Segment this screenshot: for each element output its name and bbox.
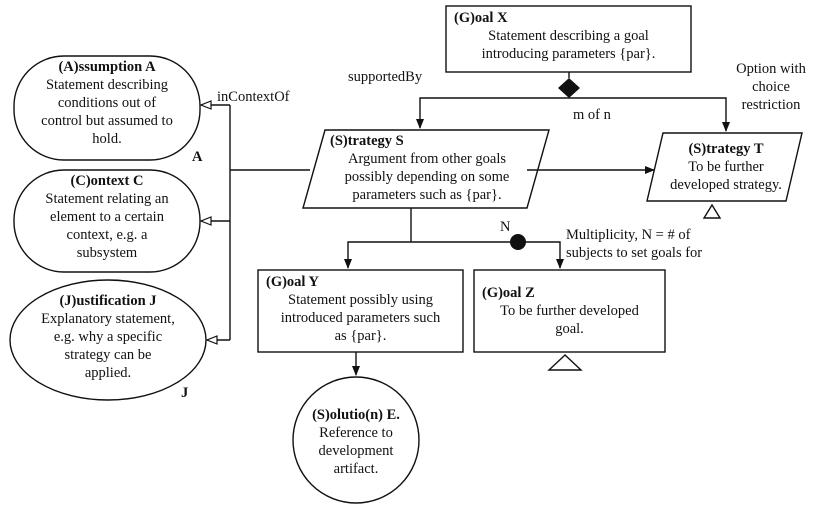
strategy-s-line-3: parameters such as {par}. — [352, 187, 502, 203]
context-c-line-2: element to a certain — [50, 209, 164, 225]
solution-e-shape — [292, 376, 420, 504]
multiplicity-edge-z — [411, 241, 564, 269]
solution-e-line-2: development — [318, 443, 394, 459]
goal-z-box — [473, 269, 666, 353]
justification-j-line-2: e.g. why a specific — [53, 329, 163, 345]
justification-j-line-1: Explanatory statement, — [41, 311, 175, 327]
strategy-t-node: (S)trategy T To be further developed str… — [656, 140, 796, 194]
justification-j-node: (J)ustification J Explanatory statement,… — [22, 292, 194, 382]
option-line-2: choice — [752, 79, 790, 95]
strategy-t-line-1: To be further — [688, 159, 764, 175]
assumption-tag: A — [192, 149, 203, 165]
option-line-1: Option with — [736, 61, 806, 77]
strategy-s-node: (S)trategy S Argument from other goals p… — [318, 132, 536, 204]
supported-by-edge-y — [344, 241, 411, 269]
goal-z-line-1: To be further developed — [500, 303, 639, 319]
assumption-a-line-3: control but assumed to — [41, 113, 173, 129]
strategy-s-line-1: Argument from other goals — [348, 151, 506, 167]
justification-j-line-4: applied. — [84, 365, 132, 381]
goal-z-line-2: goal. — [555, 321, 584, 337]
supported-by-edge-s — [416, 97, 569, 129]
context-c-line-3: context, e.g. a — [66, 227, 148, 243]
in-context-of-label: inContextOf — [217, 89, 290, 105]
context-c-node: (C)ontext C Statement relating an elemen… — [30, 172, 184, 262]
goal-x-title: (G)oal X — [454, 10, 508, 26]
goal-y-line-2: introduced parameters such — [280, 310, 441, 326]
supported-by-label: supportedBy — [348, 69, 423, 85]
goal-y-box — [257, 269, 464, 353]
goal-y-node: (G)oal Y Statement possibly using introd… — [260, 273, 461, 345]
goal-x-line-2: introducing parameters {par}. — [481, 46, 656, 62]
strategy-t-shape — [646, 132, 803, 202]
m-of-n-label: m of n — [573, 107, 611, 123]
strategy-t-undeveloped-marker — [702, 203, 722, 219]
multiplicity-label: Multiplicity, N = # of subjects to set g… — [566, 226, 702, 262]
goal-y-title: (G)oal Y — [266, 274, 320, 290]
goal-z-title: (G)oal Z — [482, 285, 535, 301]
assumption-a-line-1: Statement describing — [45, 77, 168, 93]
multiplicity-dot-icon — [510, 234, 526, 250]
n-label: N — [500, 219, 511, 235]
justification-tag: J — [181, 385, 189, 401]
strategy-s-shape — [302, 129, 550, 209]
assumption-a-node: (A)ssumption A Statement describing cond… — [30, 58, 184, 148]
strategy-s-title: (S)trategy S — [330, 133, 404, 149]
solution-e-title: (S)olutio(n) E. — [312, 407, 400, 423]
solution-e-line-3: artifact. — [333, 461, 379, 477]
supported-by-edge-t — [569, 97, 730, 132]
solution-e-line-1: Reference to — [319, 425, 393, 441]
option-line-3: restriction — [741, 97, 801, 113]
context-c-line-1: Statement relating an — [45, 191, 169, 207]
justification-j-title: (J)ustification J — [59, 293, 157, 309]
strategy-s-line-2: possibly depending on some — [344, 169, 510, 185]
assumption-a-line-2: conditions out of — [57, 95, 157, 111]
goal-x-node: (G)oal X Statement describing a goal int… — [448, 9, 689, 63]
solution-e-node: (S)olutio(n) E. Reference to development… — [296, 406, 416, 478]
context-c-title: (C)ontext C — [70, 173, 144, 189]
multiplicity-line-2: subjects to set goals for — [566, 245, 703, 261]
strategy-t-line-2: developed strategy. — [670, 177, 782, 193]
context-c-line-4: subsystem — [76, 245, 138, 261]
goal-z-node: (G)oal Z To be further developed goal. — [476, 284, 663, 338]
goal-z-undeveloped-marker — [547, 354, 583, 371]
multiplicity-line-1: Multiplicity, N = # of — [566, 227, 691, 243]
goal-y-line-1: Statement possibly using — [288, 292, 433, 308]
assumption-a-title: (A)ssumption A — [58, 59, 156, 75]
strategy-t-title: (S)trategy T — [688, 141, 764, 157]
goal-x-line-1: Statement describing a goal — [488, 28, 649, 44]
assumption-a-line-4: hold. — [92, 131, 122, 147]
choice-diamond-icon — [558, 78, 580, 98]
justification-j-line-3: strategy can be — [64, 347, 152, 363]
goal-y-line-3: as {par}. — [334, 328, 387, 344]
option-label: Option with choice restriction — [716, 60, 826, 114]
